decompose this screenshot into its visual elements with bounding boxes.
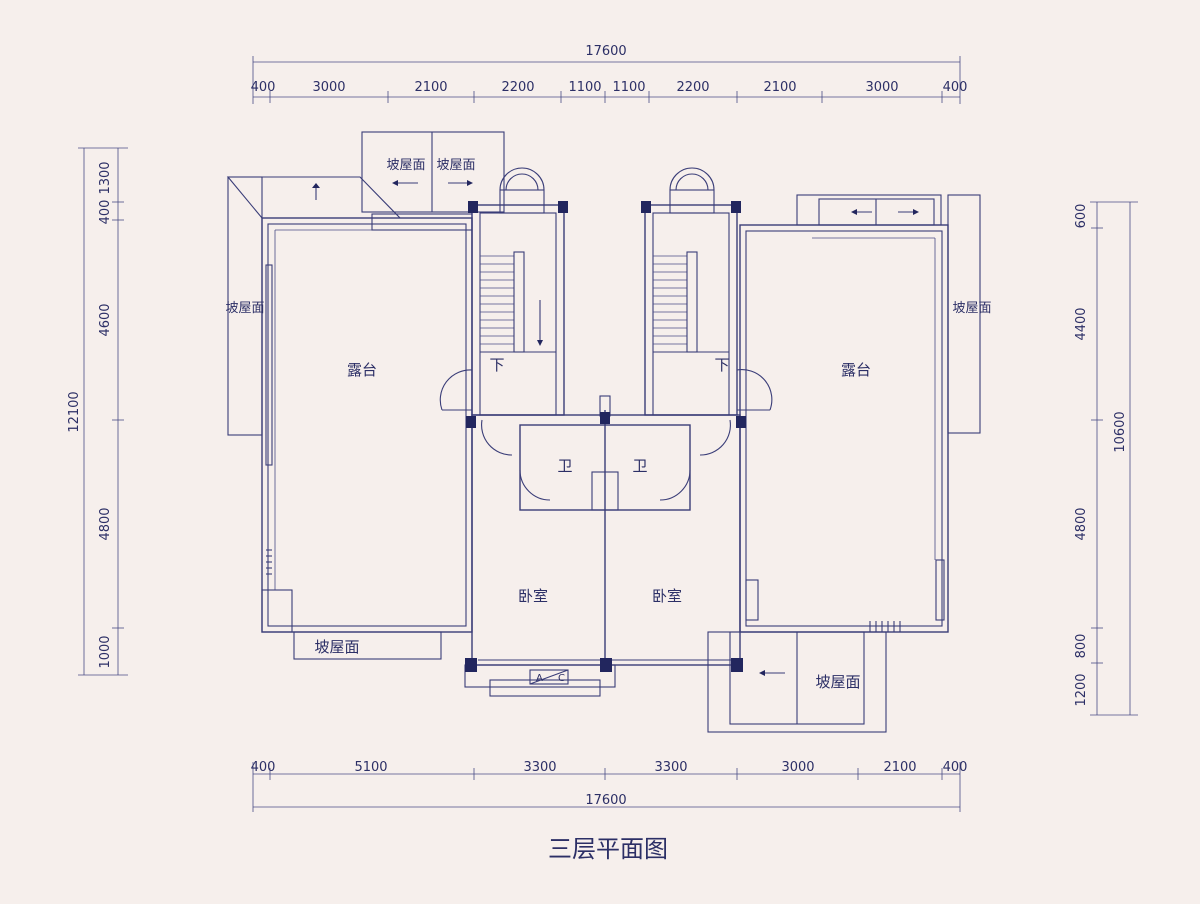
top-seg-6: 2200 (676, 80, 709, 95)
terrace-right-label: 露台 (841, 361, 871, 379)
bottom-seg-6: 400 (943, 760, 968, 775)
bottom-seg-5: 2100 (883, 760, 916, 775)
right-seg-0: 600 (1074, 204, 1089, 229)
top-seg-5: 1100 (612, 80, 645, 95)
left-seg-3: 4800 (98, 507, 113, 540)
columns (465, 201, 746, 672)
roof-top-b-label: 坡屋面 (436, 158, 475, 173)
left-seg-4: 1000 (98, 635, 113, 668)
top-seg-4: 1100 (568, 80, 601, 95)
right-terrace (739, 224, 949, 633)
roof-top-a-label: 坡屋面 (386, 158, 425, 173)
left-terrace (261, 213, 473, 633)
bath-right-label: 卫 (632, 457, 647, 475)
window-tag-a: A (536, 673, 543, 684)
top-seg-2: 2100 (414, 80, 447, 95)
right-dimensions: 600 4400 4800 800 1200 10600 (1074, 201, 1138, 716)
top-seg-0: 400 (251, 80, 276, 95)
top-seg-8: 3000 (865, 80, 898, 95)
right-stairwell (644, 167, 773, 416)
left-seg-0: 1300 (98, 161, 113, 194)
stair-down-left-label: 下 (489, 356, 504, 374)
terrace-left-label: 露台 (347, 361, 377, 379)
roof-bottom-left-label: 坡屋面 (314, 638, 359, 656)
right-seg-1: 4400 (1074, 307, 1089, 340)
top-seg-1: 3000 (312, 80, 345, 95)
top-seg-3: 2200 (501, 80, 534, 95)
bottom-seg-3: 3300 (654, 760, 687, 775)
plan-title: 三层平面图 (548, 835, 668, 863)
bottom-seg-2: 3300 (523, 760, 556, 775)
bottom-seg-4: 3000 (781, 760, 814, 775)
bedroom-right-label: 卧室 (652, 587, 682, 605)
roof-arrows (392, 180, 919, 676)
bedrooms (464, 414, 741, 697)
bottom-seg-1: 5100 (354, 760, 387, 775)
right-seg-3: 800 (1074, 634, 1089, 659)
left-stairwell (439, 167, 565, 416)
left-dimensions: 1300 400 4600 4800 1000 12100 (67, 147, 128, 676)
left-seg-1: 400 (98, 200, 113, 225)
bathrooms (472, 395, 740, 660)
bottom-seg-0: 400 (251, 760, 276, 775)
left-total-label: 12100 (67, 391, 82, 432)
left-seg-2: 4600 (98, 303, 113, 336)
right-seg-2: 4800 (1074, 507, 1089, 540)
window-tag-c: C (558, 673, 565, 684)
top-dimensions: 17600 400 3000 2100 2200 1100 1100 2200 … (251, 44, 968, 104)
stair-down-right-label: 下 (714, 356, 729, 374)
right-total-label: 10600 (1113, 411, 1128, 452)
bath-left-label: 卫 (557, 457, 572, 475)
roof-bottom-right-label: 坡屋面 (815, 673, 860, 691)
top-seg-7: 2100 (763, 80, 796, 95)
bedroom-left-label: 卧室 (518, 587, 548, 605)
top-total-label: 17600 (585, 44, 626, 59)
top-seg-9: 400 (943, 80, 968, 95)
roof-left-side-label: 坡屋面 (225, 301, 264, 316)
right-seg-4: 1200 (1074, 673, 1089, 706)
bottom-dimensions: 400 5100 3300 3300 3000 2100 400 17600 (251, 760, 968, 812)
roof-right-side-label: 坡屋面 (952, 301, 991, 316)
bottom-total-label: 17600 (585, 793, 626, 808)
